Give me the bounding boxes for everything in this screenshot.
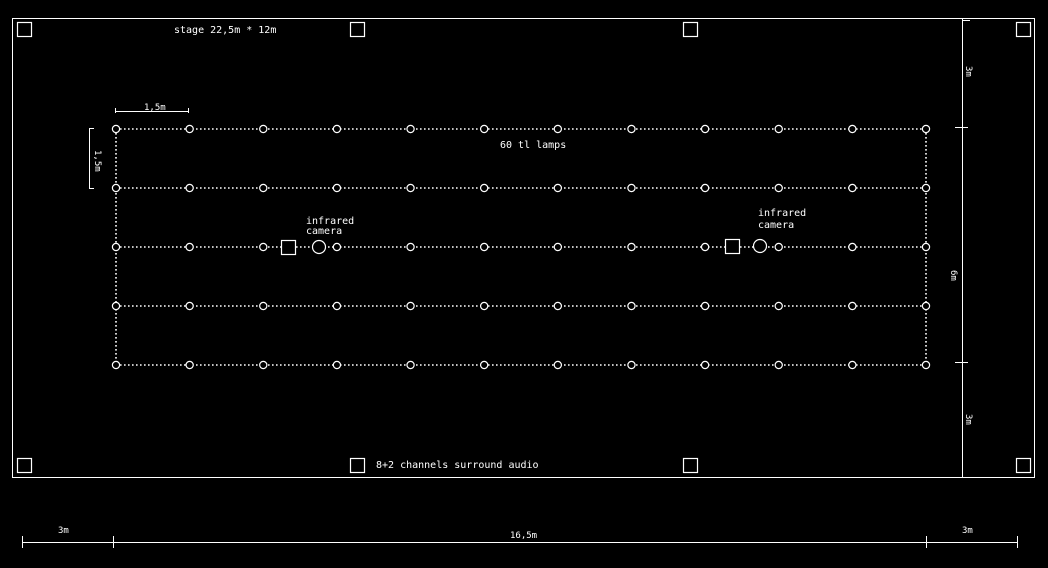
camera-left-label-line2: camera (306, 226, 342, 237)
lamp-grid (111, 124, 931, 370)
lamp-icon (848, 124, 857, 134)
dim-bottom-right-label: 3m (962, 526, 973, 536)
lamp-icon (479, 242, 489, 252)
camera-box-icon (724, 238, 741, 255)
speaker-group (16, 21, 1032, 474)
camera-right-label-line2: camera (758, 220, 794, 231)
lamp-icon (921, 360, 931, 370)
lamp-icon (700, 360, 710, 370)
dim-right-bottom-label: 3m (963, 414, 973, 425)
lamp-icon (259, 242, 268, 252)
lamp-icon (332, 301, 342, 311)
lamp-icon (406, 360, 415, 370)
lamp-icon (479, 360, 489, 370)
lamp-icon (848, 242, 857, 252)
lamp-icon (627, 301, 636, 311)
lamp-icon (185, 242, 194, 252)
lamp-icon (921, 301, 931, 311)
lamp-icon (627, 124, 636, 134)
speaker-icon (682, 21, 699, 38)
stage-outline (12, 18, 1035, 478)
lamp-icon (921, 242, 931, 252)
speaker-icon (349, 21, 366, 38)
lamp-icon (774, 124, 783, 134)
lamp-icon (259, 183, 268, 193)
lamp-icon (627, 242, 636, 252)
stage-label: stage 22,5m * 12m (174, 25, 276, 36)
lamp-icon (259, 360, 268, 370)
lamp-icon (332, 183, 342, 193)
lamp-icon (479, 301, 489, 311)
lamp-icon (700, 242, 710, 252)
lamp-icon (700, 183, 710, 193)
dim-spacing-v-label: 1,5m (92, 150, 102, 172)
lamp-icon (332, 242, 342, 252)
camera-left-label-line1: infrared (306, 216, 354, 227)
lamp-icon (700, 124, 710, 134)
speaker-icon (1015, 457, 1032, 474)
lamp-icon (553, 183, 563, 193)
lamp-icon (848, 301, 857, 311)
lamp-icon (921, 124, 931, 134)
speaker-icon (16, 457, 33, 474)
lamp-icon (111, 301, 121, 311)
lamp-icon (185, 301, 194, 311)
lamp-icon (774, 183, 783, 193)
lamp-icon (259, 124, 268, 134)
speaker-icon (682, 457, 699, 474)
camera-right-label-line1: infrared (758, 208, 806, 219)
lamp-icon (185, 124, 194, 134)
lamp-icon (332, 124, 342, 134)
audio-label: 8+2 channels surround audio (376, 460, 539, 471)
camera-group (280, 238, 768, 256)
lamp-icon (553, 360, 563, 370)
lamps-label: 60 tl lamps (500, 140, 566, 151)
speaker-icon (16, 21, 33, 38)
camera-lens-icon (311, 239, 327, 255)
dim-bottom-left-label: 3m (58, 526, 69, 536)
lamp-icon (627, 360, 636, 370)
lamp-icon (406, 183, 415, 193)
lamp-icon (185, 183, 194, 193)
lamp-icon (406, 124, 415, 134)
lamp-icon (921, 183, 931, 193)
lamp-icon (332, 360, 342, 370)
lamp-icon (111, 242, 121, 252)
lamp-icon (774, 301, 783, 311)
lamp-icon (406, 301, 415, 311)
dim-right-top-label: 3m (963, 66, 973, 77)
lamp-icon (479, 183, 489, 193)
lamp-icon (111, 360, 121, 370)
camera-box-icon (280, 239, 297, 256)
camera-lens-icon (752, 238, 768, 254)
lamp-icon (774, 242, 783, 252)
speaker-icon (1015, 21, 1032, 38)
lamp-icon (185, 360, 194, 370)
dim-bottom-mid-label: 16,5m (510, 531, 537, 541)
lamp-icon (111, 183, 121, 193)
lamp-icon (774, 360, 783, 370)
lamp-icon (479, 124, 489, 134)
lamp-icon (111, 124, 121, 134)
lamp-icon (553, 124, 563, 134)
dim-spacing-h-label: 1,5m (144, 103, 166, 113)
lamp-icon (553, 301, 563, 311)
lamp-icon (406, 242, 415, 252)
speaker-icon (349, 457, 366, 474)
lamp-icon (259, 301, 268, 311)
lamp-icon (627, 183, 636, 193)
lamp-icon (553, 242, 563, 252)
dim-right-mid-label: 6m (948, 270, 958, 281)
lamp-icon (848, 360, 857, 370)
lamp-icon (700, 301, 710, 311)
lamp-icon (848, 183, 857, 193)
